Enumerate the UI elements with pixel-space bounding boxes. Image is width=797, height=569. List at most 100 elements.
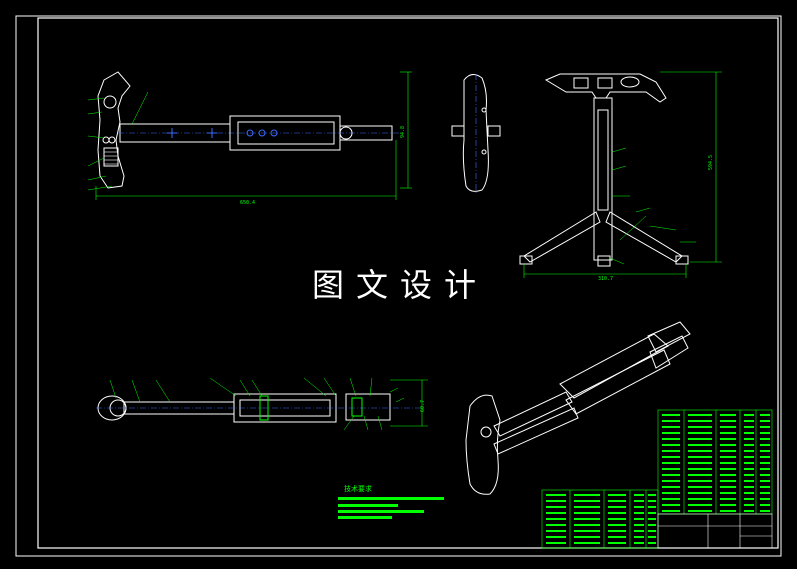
table-row-marks	[574, 542, 600, 544]
table-row-marks	[688, 474, 712, 476]
table-row-marks	[720, 486, 736, 488]
table-row-marks	[744, 438, 754, 440]
table-row-marks	[688, 510, 712, 512]
table-row-marks	[546, 530, 566, 532]
end-view-body	[462, 74, 489, 192]
table-row-marks	[760, 510, 770, 512]
table-row-marks	[720, 438, 736, 440]
table-row-marks	[760, 414, 770, 416]
title-block	[657, 513, 773, 549]
table-row-marks	[574, 506, 600, 508]
table-row-marks	[688, 462, 712, 464]
table-row-marks	[546, 512, 566, 514]
table-row-marks	[744, 468, 754, 470]
table-row-marks	[634, 512, 644, 514]
table-row-marks	[720, 504, 736, 506]
tripod-handle-keypad-2	[597, 77, 613, 89]
end-view-hole-2	[481, 149, 487, 155]
table-row-marks	[634, 530, 644, 532]
table-row-marks	[720, 426, 736, 428]
table-row-marks	[648, 506, 656, 508]
iso-tube-a	[493, 391, 573, 437]
table-row-marks	[720, 450, 736, 452]
iso-end-tube	[647, 321, 691, 353]
tripod-foot-left	[519, 255, 533, 265]
tripod-dimensions	[523, 71, 722, 278]
section-height-label: 60.7	[420, 400, 426, 412]
table-row-marks	[744, 444, 754, 446]
table-row-marks	[688, 486, 712, 488]
handle-hole-upper	[103, 95, 117, 109]
end-view	[451, 74, 501, 194]
tripod-foot-center	[597, 255, 611, 267]
table-row-marks	[662, 432, 680, 434]
table-row-marks	[720, 456, 736, 458]
table-row-marks	[760, 480, 770, 482]
table-row-marks	[546, 536, 566, 538]
table-row-marks	[760, 492, 770, 494]
table-row-marks	[720, 480, 736, 482]
table-row-marks	[662, 480, 680, 482]
table-row-marks	[720, 462, 736, 464]
table-row-marks	[744, 486, 754, 488]
table-row-marks	[720, 420, 736, 422]
handle-grip-patch	[103, 147, 119, 167]
table-row-marks	[662, 486, 680, 488]
table-row-marks	[760, 420, 770, 422]
table-row-marks	[546, 500, 566, 502]
iso-tube-b	[493, 407, 579, 455]
table-row-marks	[662, 450, 680, 452]
table-row-marks	[574, 536, 600, 538]
table-row-marks	[744, 426, 754, 428]
table-row-marks	[688, 432, 712, 434]
table-row-marks	[634, 500, 644, 502]
tripod-height-label: 594.5	[708, 155, 714, 170]
table-row-marks	[662, 504, 680, 506]
table-row-marks	[574, 524, 600, 526]
table-row-marks	[546, 506, 566, 508]
table-row-marks	[744, 414, 754, 416]
table-row-marks	[688, 504, 712, 506]
iso-view	[465, 321, 691, 495]
table-row-marks	[744, 474, 754, 476]
iso-handle-hole	[480, 426, 492, 438]
table-row-marks	[688, 420, 712, 422]
table-row-marks	[720, 414, 736, 416]
table-row-marks	[720, 510, 736, 512]
table-row-marks	[648, 494, 656, 496]
table-row-marks	[608, 524, 626, 526]
table-row-marks	[744, 462, 754, 464]
top-view-dimensions	[95, 71, 412, 200]
iso-handle	[465, 394, 501, 495]
section-end-fitting	[345, 393, 391, 421]
top-view-height-label: 94.8	[400, 126, 406, 138]
tripod-leaders	[609, 147, 696, 265]
section-leaders	[109, 377, 405, 431]
table-row-marks	[608, 530, 626, 532]
inner-border	[37, 17, 779, 549]
table-row-marks	[760, 444, 770, 446]
table-row-marks	[688, 468, 712, 470]
end-cap	[339, 126, 353, 140]
table-row-marks	[760, 468, 770, 470]
table-row-marks	[688, 480, 712, 482]
table-row-marks	[744, 480, 754, 482]
table-row-marks	[574, 518, 600, 520]
handle-hole-mid-b	[108, 136, 116, 144]
table-row-marks	[760, 438, 770, 440]
table-row-marks	[574, 494, 600, 496]
table-row-marks	[662, 492, 680, 494]
table-row-marks	[688, 456, 712, 458]
tripod-leg-left	[523, 211, 601, 263]
table-row-marks	[648, 518, 656, 520]
table-row-marks	[648, 536, 656, 538]
table-row-marks	[574, 530, 600, 532]
outer-border	[15, 15, 782, 557]
table-row-marks	[608, 518, 626, 520]
tripod-handle-keypad	[573, 77, 589, 89]
table-row-marks	[688, 450, 712, 452]
table-row-marks	[760, 456, 770, 458]
table-row-marks	[760, 462, 770, 464]
table-row-marks	[608, 506, 626, 508]
table-row-marks	[744, 504, 754, 506]
